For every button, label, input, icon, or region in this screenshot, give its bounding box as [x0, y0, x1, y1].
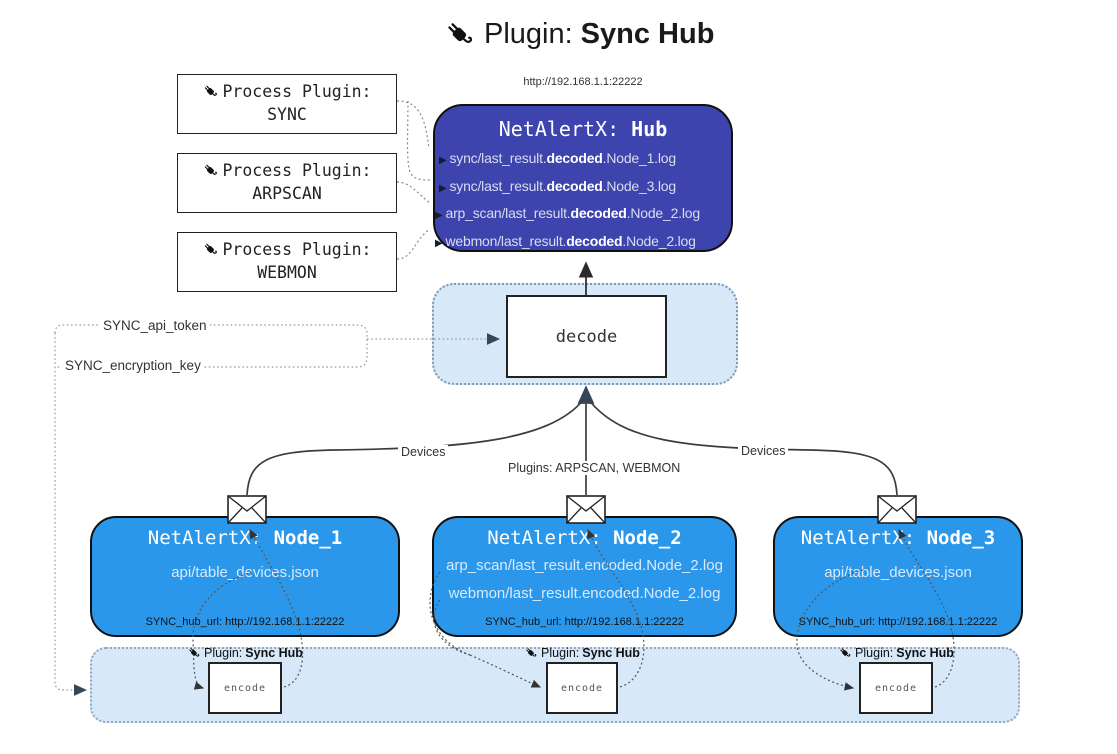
hub-url-label: http://192.168.1.1:22222: [523, 76, 643, 88]
devices-right-label: Devices: [738, 444, 789, 458]
node-file-line: webmon/last_result.encoded.Node_2.log: [448, 585, 721, 602]
encode-box: encode: [859, 662, 933, 714]
process-plugin-name: WEBMON: [257, 263, 317, 282]
node-hub-url: SYNC_hub_url: http://192.168.1.1:22222: [485, 616, 684, 628]
encode-label: encode: [223, 682, 267, 694]
encode-box: encode: [546, 662, 618, 714]
process-plugin-arpscan: Process Plugin: ARPSCAN: [177, 153, 397, 213]
node-file-line: api/table_devices.json: [171, 564, 319, 581]
hub-title: NetAlertX: Hub: [498, 117, 668, 141]
encoder-plugin-label: Plugin: Sync Hub: [160, 646, 330, 660]
plug-icon: [840, 648, 851, 657]
process-plugin-label: Process Plugin:: [222, 161, 372, 180]
title-label: Plugin:: [484, 18, 573, 50]
encode-box: encode: [208, 662, 282, 714]
encode-label: encode: [560, 682, 604, 694]
sync-api-token-label: SYNC_api_token: [100, 318, 210, 333]
process-plugin-name: SYNC: [267, 105, 307, 124]
sync-encryption-key-label: SYNC_encryption_key: [62, 358, 204, 373]
envelope-icon: [877, 495, 917, 524]
hub-log-line: ▶sync/last_result.decoded.Node_3.log: [439, 177, 676, 194]
decode-box: decode: [506, 295, 667, 378]
decode-label: decode: [555, 326, 618, 347]
plugins-middle-label: Plugins: ARPSCAN, WEBMON: [505, 461, 684, 475]
node-1-box: NetAlertX: Node_1 api/table_devices.json…: [90, 516, 400, 637]
node-3-box: NetAlertX: Node_3 api/table_devices.json…: [773, 516, 1023, 637]
plug-icon: [205, 85, 218, 96]
hub-box: NetAlertX: Hub ▶sync/last_result.decoded…: [433, 104, 733, 252]
process-plugin-name: ARPSCAN: [252, 184, 322, 203]
encoder-plugin-label: Plugin: Sync Hub: [811, 646, 981, 660]
node-title: NetAlertX: Node_2: [487, 527, 682, 549]
plug-icon: [205, 164, 218, 175]
plug-icon: [189, 648, 200, 657]
hub-log-line: ▶webmon/last_result.decoded.Node_2.log: [435, 232, 696, 249]
process-plugin-label: Process Plugin:: [222, 82, 372, 101]
encode-label: encode: [874, 682, 918, 694]
arrow-right-icon: ▶: [439, 155, 447, 166]
encoder-plugin-label: Plugin: Sync Hub: [497, 646, 667, 660]
page-title: Plugin: Sync Hub: [443, 18, 714, 51]
envelope-icon: [227, 495, 267, 524]
node-title: NetAlertX: Node_1: [147, 527, 343, 549]
node-file-line: api/table_devices.json: [824, 564, 972, 581]
devices-left-label: Devices: [398, 445, 449, 459]
node-file-line: arp_scan/last_result.encoded.Node_2.log: [446, 557, 723, 574]
process-plugin-label: Process Plugin:: [222, 240, 372, 259]
node-title: NetAlertX: Node_3: [800, 527, 996, 549]
envelope-icon: [566, 495, 606, 524]
plugin-to-hub-links: [396, 100, 431, 260]
node-2-box: NetAlertX: Node_2 arp_scan/last_result.e…: [432, 516, 737, 637]
arrow-right-icon: ▶: [435, 210, 443, 221]
node-to-decode-curves: [246, 385, 898, 496]
arrow-right-icon: ▶: [435, 237, 443, 249]
node-hub-url: SYNC_hub_url: http://192.168.1.1:22222: [145, 616, 345, 628]
hub-log-line: ▶arp_scan/last_result.decoded.Node_2.log: [435, 205, 700, 221]
hub-log-line: ▶sync/last_result.decoded.Node_1.log: [439, 150, 676, 166]
title-name: Sync Hub: [580, 18, 715, 50]
process-plugin-sync: Process Plugin: SYNC: [177, 74, 397, 134]
arrow-right-icon: ▶: [439, 182, 447, 194]
plug-icon: [526, 648, 537, 657]
node-hub-url: SYNC_hub_url: http://192.168.1.1:22222: [798, 616, 998, 628]
plug-icon: [205, 243, 218, 254]
plug-icon: [448, 23, 473, 43]
process-plugin-webmon: Process Plugin: WEBMON: [177, 232, 397, 292]
